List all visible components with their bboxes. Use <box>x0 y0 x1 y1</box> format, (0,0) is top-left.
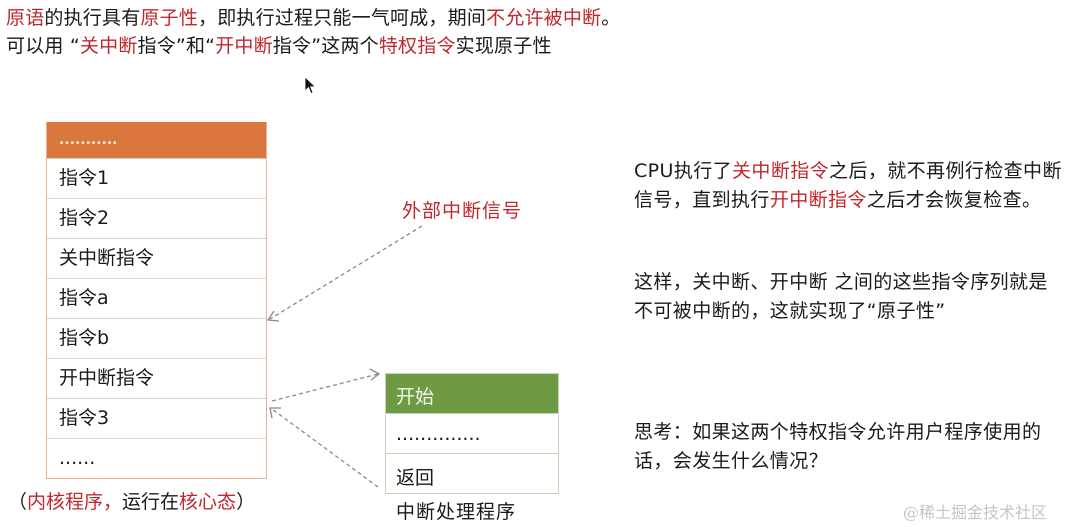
plain-text: 之后，就不再例行检查中断信号，直到执行 <box>634 160 1062 211</box>
handler-header: 开始 <box>386 374 558 413</box>
arrowhead-icon <box>266 310 280 322</box>
highlight-text: 特权指令 <box>378 35 456 57</box>
intro-line-2: 可以用 “关中断指令”和“开中断指令”这两个特权指令实现原子性 <box>6 34 552 58</box>
instruction-row: 指令a <box>47 278 266 318</box>
highlight-text: 开中断指令 <box>769 189 867 211</box>
instruction-label: 指令a <box>59 287 109 309</box>
handler-row-label: .............. <box>396 423 481 445</box>
plain-text: （ <box>8 491 28 513</box>
plain-text: 之后才会恢复检查。 <box>866 189 1042 211</box>
plain-text: 。 <box>601 7 621 29</box>
explanation-paragraph-2: 这样，关中断、开中断 之间的这些指令序列就是不可被中断的，这就实现了“原子性” <box>634 271 1048 322</box>
plain-text: 运行在 <box>122 491 180 513</box>
plain-text: 指令”和“ <box>137 35 216 57</box>
header-ellipsis: ........... <box>59 132 118 148</box>
highlight-text: 原语 <box>6 7 45 29</box>
handler-row-label: 返回 <box>396 467 435 489</box>
highlight-text: 关中断 <box>79 35 138 57</box>
instruction-label: 指令b <box>59 327 110 349</box>
interrupt-handler-caption: 中断处理程序 <box>396 501 517 523</box>
instruction-row-enable-interrupt: 开中断指令 <box>47 358 266 398</box>
explanation-paragraph-1: CPU执行了关中断指令之后，就不再例行检查中断信号，直到执行开中断指令之后才会恢… <box>634 157 1064 215</box>
instruction-label: 关中断指令 <box>59 247 155 269</box>
handler-row: .............. <box>386 413 558 453</box>
watermark: @稀土掘金技术社区 <box>903 503 1048 522</box>
highlight-text: 不允许被中断 <box>486 7 602 29</box>
highlight-text: 原子性 <box>140 7 199 29</box>
plain-text: CPU执行了 <box>634 160 733 182</box>
jump-to-handler-arrow <box>271 373 379 402</box>
plain-text: ） <box>236 491 256 513</box>
kernel-program-header: ........... <box>47 122 266 158</box>
instruction-row: ...... <box>47 438 266 478</box>
instruction-label: 指令1 <box>59 167 110 189</box>
arrowhead-icon <box>269 407 281 419</box>
external-signal-arrow <box>269 225 423 320</box>
instruction-label: 指令3 <box>59 407 110 429</box>
highlight-text: 核心态 <box>179 491 237 513</box>
kernel-program-caption: （内核程序，运行在核心态） <box>8 487 255 514</box>
instruction-row: 指令1 <box>47 158 266 198</box>
instruction-label: ...... <box>59 447 96 469</box>
plain-text: 指令”这两个 <box>272 35 379 57</box>
instruction-label: 指令2 <box>59 207 110 229</box>
highlight-text: 开中断 <box>215 35 273 57</box>
interrupt-handler-stack: 开始 .............. 返回 <box>385 373 559 494</box>
instruction-label: 开中断指令 <box>59 367 155 389</box>
explanation-question: 思考：如果这两个特权指令允许用户程序使用的话，会发生什么情况？ <box>634 421 1042 472</box>
instruction-row-disable-interrupt: 关中断指令 <box>47 238 266 278</box>
plain-text: 可以用 “ <box>6 35 80 57</box>
mouse-cursor-icon <box>304 76 317 95</box>
external-interrupt-label: 外部中断信号 <box>402 200 523 222</box>
handler-start-label: 开始 <box>396 386 435 408</box>
instruction-row: 指令b <box>47 318 266 358</box>
instruction-row: 指令3 <box>47 398 266 438</box>
highlight-text: 关中断指令 <box>732 160 830 182</box>
highlight-text: 内核程序， <box>27 491 123 513</box>
plain-text: ，即执行过程只能一气呵成，期间 <box>198 7 487 29</box>
intro-line-1: 原语的执行具有原子性，即执行过程只能一气呵成，期间不允许被中断。 <box>6 6 620 30</box>
arrowhead-icon <box>369 368 381 381</box>
return-from-handler-arrow <box>271 408 379 488</box>
handler-row: 返回 <box>386 453 558 493</box>
kernel-program-stack: ........... 指令1 指令2 关中断指令 指令a 指令b 开中断指令 … <box>46 122 267 479</box>
plain-text: 的执行具有 <box>44 7 141 29</box>
plain-text: 实现原子性 <box>455 35 552 57</box>
instruction-row: 指令2 <box>47 198 266 238</box>
